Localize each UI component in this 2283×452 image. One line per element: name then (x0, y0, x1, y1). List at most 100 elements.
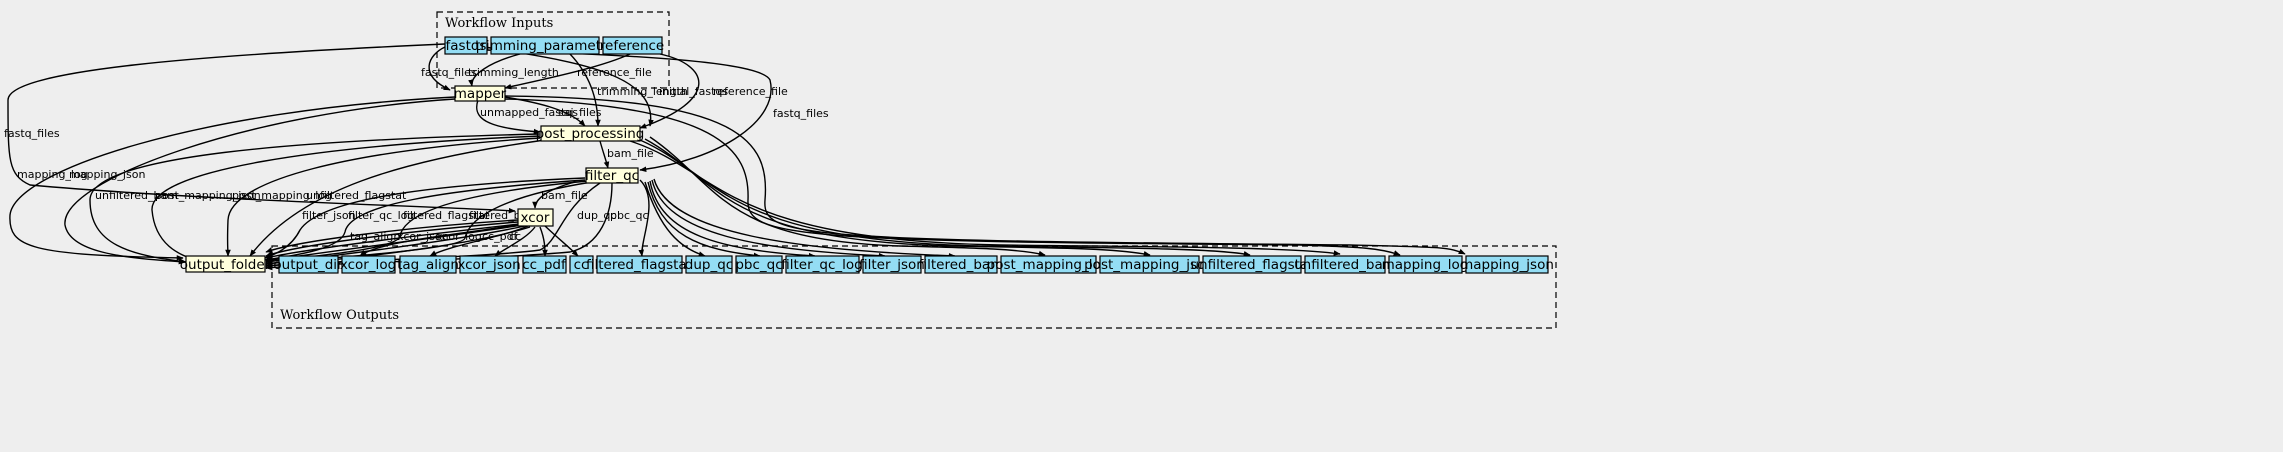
edge-label-unfiltered-flagstat: unfiltered_flagstat (306, 189, 407, 202)
edge-mapper-mappinglog (504, 98, 1401, 256)
edge-fastqs-mapper (428, 46, 451, 91)
output-node-unfiltered-bam (1304, 255, 1386, 274)
edge-xcor-xcorjson (494, 226, 536, 257)
input-node-trimming-parameter (490, 36, 600, 55)
edge-label-fastq-files-filterqc: fastq_files (773, 107, 829, 120)
edge-label-reference-file-pp: reference_file (713, 85, 788, 98)
step-node-post-processing-label: post_processing (536, 126, 645, 142)
edge-fqc-filterqclog (649, 180, 816, 259)
edge-fastqs-xcor (7, 43, 516, 214)
edge-label-fastq-files-xcor: fastq_files (4, 127, 60, 140)
output-node-pbc-qc (735, 255, 783, 274)
edge-label-reference-file-mapper: reference_file (577, 66, 652, 79)
edge-pp-outfolder-bam (89, 133, 541, 264)
workflow-inputs-cluster (436, 11, 670, 89)
edge-mapper-outfolder-json (64, 98, 456, 265)
edge-label-filter-json: filter_json (302, 209, 356, 222)
edge-label-pbc-qc: pbc_qc (610, 209, 649, 222)
output-node-unfiltered-bam-label: unfiltered_bam (1294, 257, 1396, 273)
output-node-post-mapping-json-label: post_mapping_json (1084, 257, 1214, 273)
edge-pp-unfilteredbam (629, 140, 1341, 256)
output-node-tag-align-label: tag_align (397, 257, 459, 273)
step-node-xcor[interactable] (517, 208, 554, 227)
output-node-filtered-bam-label: filtered_bam (919, 257, 1004, 273)
output-node-xcor-json-label: xcor_json (457, 257, 520, 273)
edge-label-filtered-flagstat: filtered_flagstat (403, 209, 490, 222)
edge-fqc-filterjson (651, 179, 886, 259)
edge-xcor-outfolder-1 (265, 219, 519, 253)
output-node-filtered-flagstat-label: filtered_flagstat (586, 257, 692, 273)
output-node-dup-qc-label: dup_qc (685, 257, 733, 273)
edge-xcor-tagalign (429, 225, 529, 257)
output-node-xcor-log (341, 255, 396, 274)
output-node-xcor-log-label: xcor_log (340, 257, 396, 273)
edge-label-filter-qc-log: filter_qc_log (348, 209, 414, 222)
step-node-output-folder-label: output_folder (180, 257, 271, 273)
edge-fqc-filteredbam (653, 178, 956, 259)
output-node-unfiltered-flagstat-label: unfiltered_flagstat (1190, 257, 1313, 273)
output-node-cc (569, 255, 594, 274)
edge-label-mapping-log: mapping_log (17, 168, 88, 181)
edge-pp-outfolder-pmjson (151, 135, 541, 261)
edge-label-tag-align: tag_align (350, 230, 400, 243)
output-node-filtered-bam (924, 255, 998, 274)
edge-reference-mapper (504, 53, 631, 90)
edge-label-trimming-length-pp: trimming_length (597, 85, 688, 98)
step-node-xcor-label: xcor (521, 210, 550, 226)
input-node-trimming-parameter-label: trimming_parameter (475, 38, 615, 54)
edge-fqc-filteredflagstat (638, 179, 650, 257)
edge-pp-postmappinglog (649, 136, 1046, 257)
step-node-mapper-label: mapper (454, 86, 507, 102)
edge-trimming-pp (569, 53, 601, 127)
edge-label-xcor-json: xcor_json (397, 230, 449, 243)
edge-trimming-mapper (468, 53, 521, 87)
edge-pp-outfolder-flagstat (249, 139, 546, 257)
edge-mapper-outfolder-log (9, 96, 456, 261)
output-node-filtered-flagstat (596, 255, 683, 274)
input-node-reference (602, 36, 663, 55)
output-node-filter-qc-log (785, 255, 860, 274)
edge-label-bam-file-filterqc: bam_file (607, 147, 654, 160)
edges (7, 43, 1466, 271)
output-node-filter-json (862, 255, 922, 274)
edge-label-cc: cc (509, 230, 521, 243)
edge-pp-filterqc (599, 140, 610, 169)
edge-fqc-dupqc (644, 181, 706, 257)
output-node-mapping-log-label: mapping_log (1382, 257, 1469, 273)
output-node-cc-pdf-label: cc_pdf (522, 257, 567, 273)
edge-label-sai-files: sai_files (558, 106, 602, 119)
edge-labels: fastq_files trimming_length reference_fi… (4, 66, 829, 243)
edge-label-bam-file-xcor: bam_file (541, 189, 588, 202)
step-node-output-folder[interactable] (185, 255, 266, 273)
edge-mapper-pp-unmapped (476, 99, 541, 135)
workflow-outputs-title: Workflow Outputs (280, 308, 399, 323)
edge-filterqc-xcor (532, 181, 576, 209)
output-node-mapping-json (1465, 255, 1549, 274)
edge-label-xcor-log: xcor_log (436, 230, 482, 243)
output-node-xcor-json (459, 255, 519, 274)
edge-label-post-mapping-json: post_mapping_json (155, 189, 261, 202)
output-node-mapping-log (1388, 255, 1463, 274)
output-node-post-mapping-log-label: post_mapping_log (987, 257, 1110, 273)
edge-fqc-outfolder-log (264, 179, 586, 262)
input-node-reference-label: reference (600, 38, 664, 54)
edge-xcor-outfolder-3 (265, 223, 521, 260)
output-node-cc-label: cc (574, 257, 589, 273)
edge-xcor-ccpdf (539, 226, 548, 257)
output-node-filter-json-label: filter_json (859, 257, 925, 273)
edge-mapper-mappingjson (504, 95, 1466, 255)
output-node-dup-qc (685, 255, 733, 274)
edge-label-unmapped-fastqs: unmapped_fastqs (480, 106, 578, 119)
edge-pp-outfolder-pmlog (225, 137, 541, 257)
step-node-mapper[interactable] (454, 85, 506, 102)
output-node-mapping-json-label: mapping_json (1460, 257, 1554, 273)
step-node-filter-qc[interactable] (585, 167, 639, 184)
edge-label-mapping-json: mapping_json (69, 168, 145, 181)
edge-xcor-outfolder-2 (265, 221, 519, 257)
edge-label-initial-fastqs: initial_fastqs (659, 85, 728, 98)
edge-label-trimming-length-mapper: trimming_length (468, 66, 559, 79)
output-node-pbc-qc-label: pbc_qc (735, 257, 782, 273)
step-node-post-processing[interactable] (540, 125, 641, 142)
output-node-post-mapping-log (1000, 255, 1097, 274)
